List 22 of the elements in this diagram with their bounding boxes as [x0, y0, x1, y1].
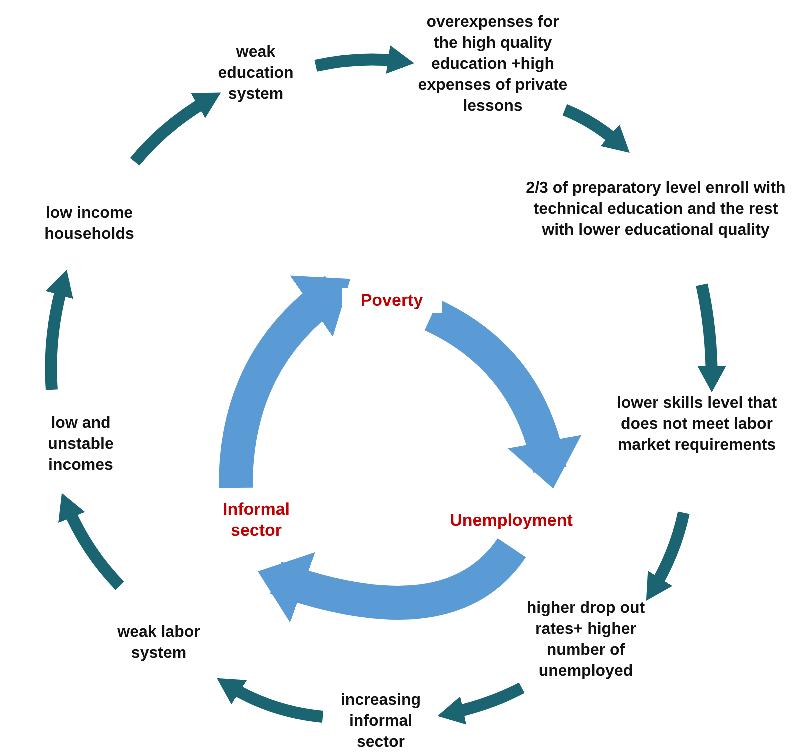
curved-arrow: [45, 270, 74, 390]
curved-arrow: [58, 493, 124, 590]
cycle-stage-label: Poverty: [360, 290, 424, 311]
cycle-arrow: [424, 300, 580, 489]
cause-label: overexpenses for the high quality education +high expenses of private lessons: [418, 13, 568, 117]
curved-arrow: [646, 512, 690, 602]
cause-label: 2/3 of preparatory level enroll with technical education and the rest with lower educational quality: [525, 179, 787, 241]
cause-label: lower skills level that does not meet labor market requirements: [616, 394, 778, 456]
curved-arrow: [438, 682, 525, 725]
curved-arrow: [216, 678, 324, 723]
cause-label: low and unstable incomes: [47, 414, 115, 476]
cause-label: higher drop out rates+ higher number of unemployed: [526, 599, 646, 682]
curved-arrow: [314, 46, 414, 74]
cycle-stage-label: Informal sector: [222, 499, 292, 541]
cycle-stage-label: Unemployment: [449, 510, 574, 531]
cause-label: low income households: [44, 204, 136, 245]
curved-arrow: [130, 92, 222, 166]
curved-arrow: [562, 104, 630, 153]
curved-arrow: [696, 284, 726, 393]
cause-label: increasing informal sector: [340, 691, 422, 752]
cause-label: weak education system: [217, 43, 295, 105]
cause-label: weak labor system: [116, 623, 202, 664]
